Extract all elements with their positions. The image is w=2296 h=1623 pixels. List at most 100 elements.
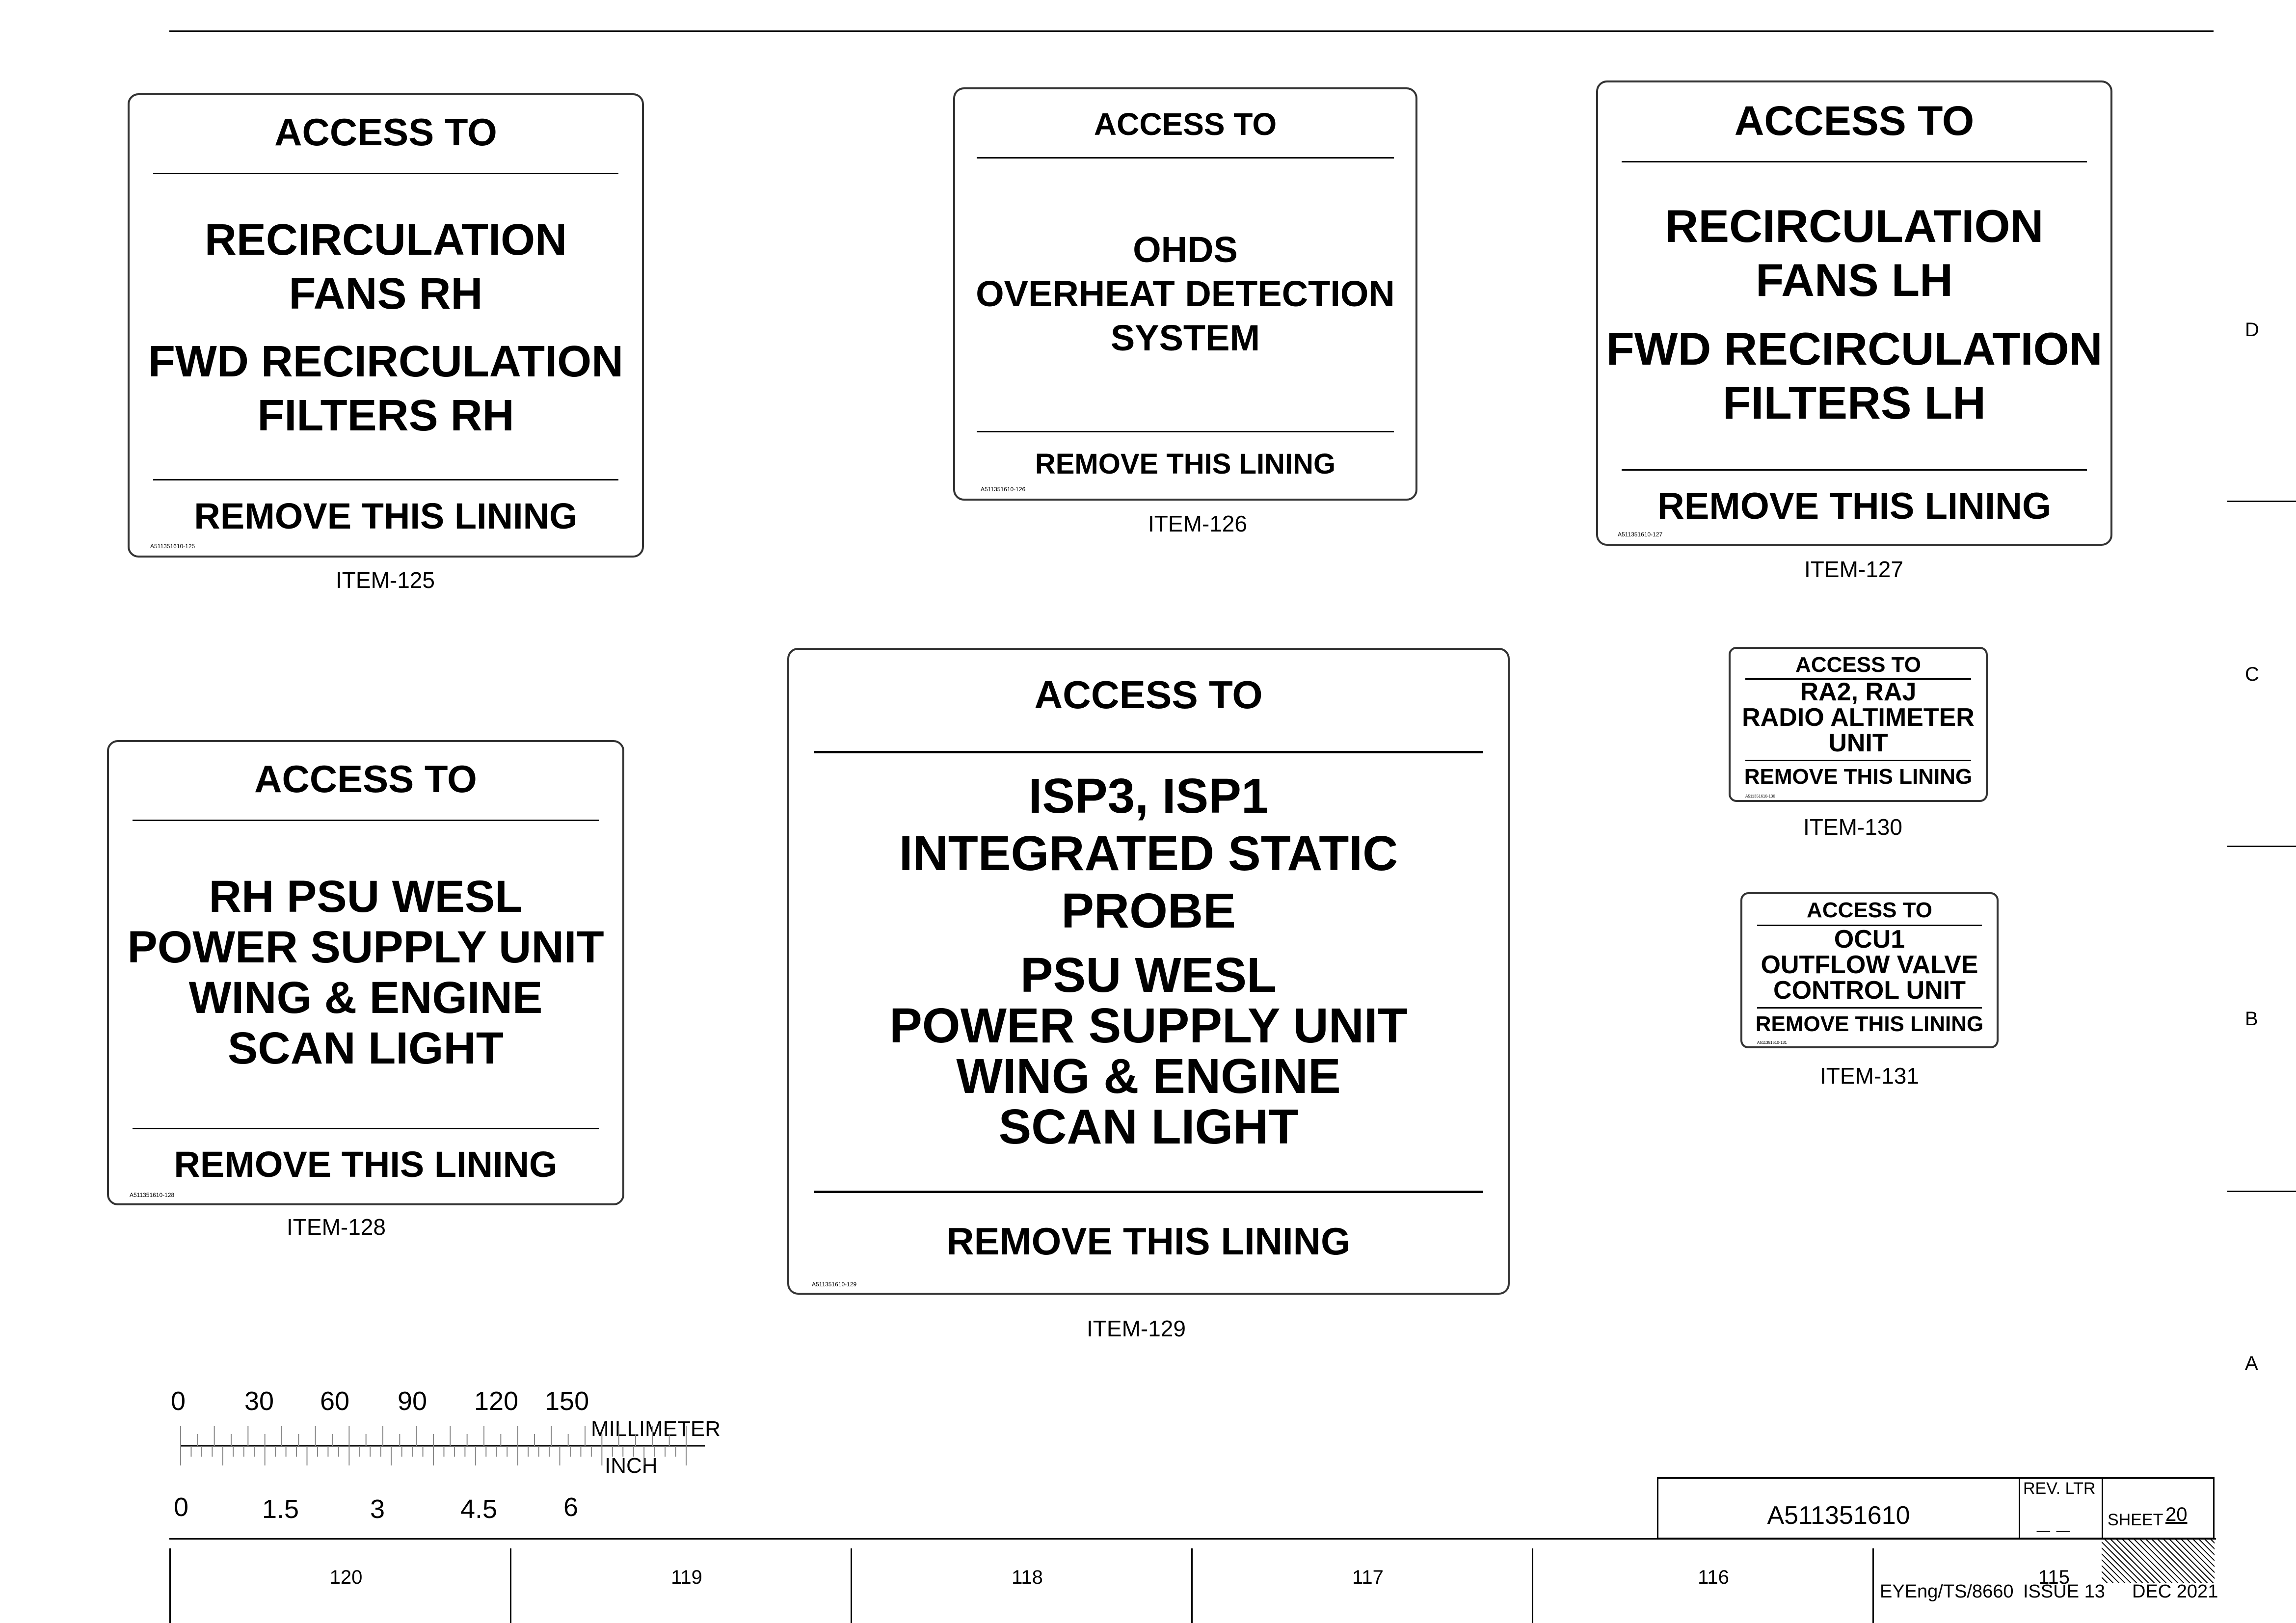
placard-item-130: ACCESS TO RA2, RAJ RADIO ALTIMETER UNIT … xyxy=(1729,647,1988,802)
placard-divider xyxy=(977,431,1394,432)
zone-label-c: C xyxy=(2245,664,2259,685)
placard-code: A511351610-125 xyxy=(150,543,195,550)
placard-item-127: ACCESS TO RECIRCULATION FANS LH FWD RECI… xyxy=(1596,80,2112,546)
placard-code: A511351610-128 xyxy=(130,1192,175,1198)
item-caption: ITEM-128 xyxy=(287,1214,386,1240)
placard-divider xyxy=(153,173,618,174)
placard-code: A511351610-126 xyxy=(981,486,1026,493)
zone-number: 116 xyxy=(1698,1567,1729,1588)
placard-divider xyxy=(814,751,1483,753)
title-block-sheet-cell xyxy=(2102,1477,2215,1539)
placard-body: PSU WESL POWER SUPPLY UNIT WING & ENGINE… xyxy=(889,948,1408,1154)
placard-footer: REMOVE THIS LINING xyxy=(174,1144,558,1185)
placard-divider xyxy=(133,820,599,821)
placard-code: A511351610-131 xyxy=(1757,1040,1787,1045)
scale-inch-label: 3 xyxy=(370,1494,385,1524)
drawing-number: A511351610 xyxy=(1767,1501,1910,1530)
sheet-label: SHEET xyxy=(2108,1511,2163,1529)
placard-body: OCU1 OUTFLOW VALVE CONTROL UNIT xyxy=(1761,925,1978,1005)
scale-inch-label: 0 xyxy=(174,1492,189,1522)
zone-number: 118 xyxy=(1012,1567,1043,1588)
bottom-strip-divider xyxy=(1532,1548,1533,1623)
placard-header: ACCESS TO xyxy=(1807,898,1932,922)
bottom-strip-divider xyxy=(1191,1548,1193,1623)
zone-tick-ba xyxy=(2227,1191,2296,1192)
sheet-number: 20 xyxy=(2165,1504,2188,1525)
bottom-strip-divider xyxy=(510,1548,511,1623)
placard-divider xyxy=(1757,1007,1982,1009)
issue-number: ISSUE 13 xyxy=(2023,1581,2105,1602)
zone-number: 117 xyxy=(1352,1567,1384,1588)
placard-header: ACCESS TO xyxy=(1795,653,1921,677)
scale-inch-label: 1.5 xyxy=(262,1494,299,1524)
placard-code: A511351610-127 xyxy=(1618,531,1663,538)
item-caption: ITEM-125 xyxy=(336,567,435,593)
zone-label-b: B xyxy=(2245,1008,2258,1030)
scale-mm-label: 120 xyxy=(474,1386,519,1416)
placard-item-131: ACCESS TO OCU1 OUTFLOW VALVE CONTROL UNI… xyxy=(1740,892,1999,1048)
placard-body: OHDS OVERHEAT DETECTION SYSTEM xyxy=(976,229,1395,358)
placard-body: ISP3, ISP1 INTEGRATED STATIC PROBE xyxy=(899,769,1398,938)
placard-divider xyxy=(153,479,618,480)
scale-mm-label: 0 xyxy=(171,1386,186,1416)
scale-mm-label: 90 xyxy=(398,1386,427,1416)
issue-date: DEC 2021 xyxy=(2132,1581,2218,1602)
zone-number: 119 xyxy=(671,1567,702,1588)
placard-body: RH PSU WESL POWER SUPPLY UNIT WING & ENG… xyxy=(127,872,604,1073)
placard-footer: REMOVE THIS LINING xyxy=(946,1220,1351,1263)
placard-header: ACCESS TO xyxy=(254,757,477,800)
scale-inch-label: 6 xyxy=(563,1492,579,1522)
item-caption: ITEM-127 xyxy=(1804,557,1903,582)
placard-footer: REMOVE THIS LINING xyxy=(194,496,578,536)
rev-value: _ _ xyxy=(2037,1508,2070,1534)
scale-inch-unit: INCH xyxy=(605,1454,658,1478)
placard-divider xyxy=(1757,925,1982,926)
scale-mm-unit: MILLIMETER xyxy=(591,1417,721,1441)
placard-body: FWD RECIRCULATION FILTERS LH xyxy=(1606,323,2103,428)
item-caption: ITEM-131 xyxy=(1820,1063,1919,1089)
zone-tick-cb xyxy=(2227,846,2296,847)
scale-ruler xyxy=(180,1426,705,1465)
placard-header: ACCESS TO xyxy=(1094,106,1277,142)
bottom-strip-divider xyxy=(1872,1548,1874,1623)
zone-number: 115 xyxy=(2038,1567,2070,1588)
placard-code: A511351610-130 xyxy=(1745,794,1775,798)
placard-body: RECIRCULATION FANS LH xyxy=(1665,200,2044,306)
rev-label: REV. LTR xyxy=(2023,1479,2096,1498)
placard-code: A511351610-129 xyxy=(812,1281,857,1288)
placard-footer: REMOVE THIS LINING xyxy=(1657,485,2052,527)
placard-footer: REMOVE THIS LINING xyxy=(1035,448,1336,480)
placard-body: RA2, RAJ RADIO ALTIMETER UNIT xyxy=(1742,678,1975,757)
placard-header: ACCESS TO xyxy=(1734,98,1975,144)
placard-divider xyxy=(1622,469,2087,471)
item-caption: ITEM-130 xyxy=(1803,814,1902,840)
placard-footer: REMOVE THIS LINING xyxy=(1744,765,1973,789)
zone-label-a: A xyxy=(2245,1353,2258,1374)
item-caption: ITEM-129 xyxy=(1087,1316,1186,1341)
scale-inch-label: 4.5 xyxy=(460,1494,498,1524)
placard-divider xyxy=(814,1191,1483,1193)
placard-item-129: ACCESS TO ISP3, ISP1 INTEGRATED STATIC P… xyxy=(787,648,1510,1295)
document-reference: EYEng/TS/8660 xyxy=(1880,1581,2014,1602)
placard-footer: REMOVE THIS LINING xyxy=(1755,1012,1984,1036)
placard-divider xyxy=(133,1128,599,1129)
placard-header: ACCESS TO xyxy=(274,110,497,154)
zone-tick-dc xyxy=(2227,501,2296,502)
placard-divider xyxy=(977,157,1394,159)
placard-item-128: ACCESS TO RH PSU WESL POWER SUPPLY UNIT … xyxy=(107,740,624,1205)
scale-mm-label: 30 xyxy=(244,1386,274,1416)
scale-mm-label: 150 xyxy=(545,1386,589,1416)
zone-label-d: D xyxy=(2245,319,2259,341)
item-caption: ITEM-126 xyxy=(1148,511,1247,536)
zone-number: 120 xyxy=(329,1567,363,1588)
placard-item-125: ACCESS TO RECIRCULATION FANS RH FWD RECI… xyxy=(128,93,644,558)
placard-header: ACCESS TO xyxy=(1034,673,1263,717)
placard-body: RECIRCULATION FANS RH xyxy=(204,215,567,319)
scale-mm-label: 60 xyxy=(320,1386,350,1416)
top-border-line xyxy=(169,30,2214,32)
placard-divider xyxy=(1745,760,1971,761)
placard-divider xyxy=(1745,678,1971,680)
bottom-strip-divider xyxy=(851,1548,852,1623)
placard-item-126: ACCESS TO OHDS OVERHEAT DETECTION SYSTEM… xyxy=(953,87,1417,501)
placard-body: FWD RECIRCULATION FILTERS RH xyxy=(148,337,624,440)
